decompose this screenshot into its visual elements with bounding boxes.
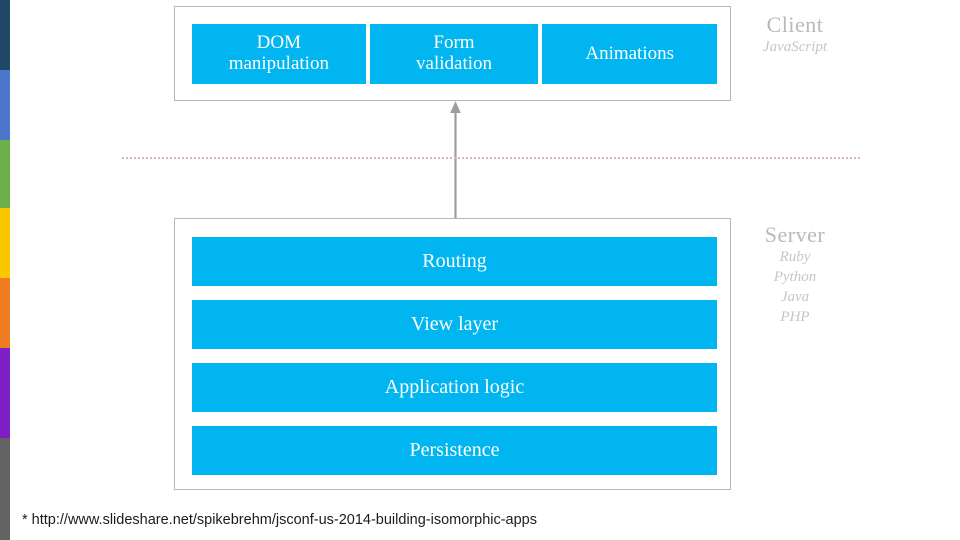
color-strip-segment-purple: [0, 348, 10, 438]
color-strip-segment-navy: [0, 0, 10, 70]
server-caption-sub-python: Python: [773, 269, 817, 286]
client-cell-animations[interactable]: Animations: [542, 24, 717, 84]
color-strip-segment-orange: [0, 278, 10, 348]
server-caption-sub-java: Java: [780, 288, 810, 305]
server-layer-persistence[interactable]: Persistence: [192, 426, 717, 475]
server-caption: Server Ruby Python Java PHP: [735, 222, 855, 328]
footnote-source-url: * http://www.slideshare.net/spikebrehm/j…: [22, 512, 537, 528]
up-arrow-icon: [450, 101, 461, 219]
color-strip-segment-yellow: [0, 208, 10, 278]
client-caption-subtitle: JavaScript: [762, 39, 828, 56]
server-layer-stack: Routing View layer Application logic Per…: [192, 237, 717, 475]
server-caption-title: Server: [764, 222, 826, 247]
color-strip-segment-gray: [0, 438, 10, 540]
server-layer-application-logic[interactable]: Application logic: [192, 363, 717, 412]
server-layer-view-layer[interactable]: View layer: [192, 300, 717, 349]
color-strip: [0, 0, 10, 540]
server-layer-routing[interactable]: Routing: [192, 237, 717, 286]
server-caption-sub-ruby: Ruby: [779, 249, 811, 266]
client-caption-title: Client: [766, 12, 824, 37]
server-caption-sub-php: PHP: [780, 308, 810, 325]
dotted-divider-icon: [122, 157, 860, 161]
color-strip-segment-green: [0, 140, 10, 208]
client-caption: Client JavaScript: [735, 12, 855, 58]
color-strip-segment-blue: [0, 70, 10, 140]
server-tier-box: Routing View layer Application logic Per…: [174, 218, 731, 490]
